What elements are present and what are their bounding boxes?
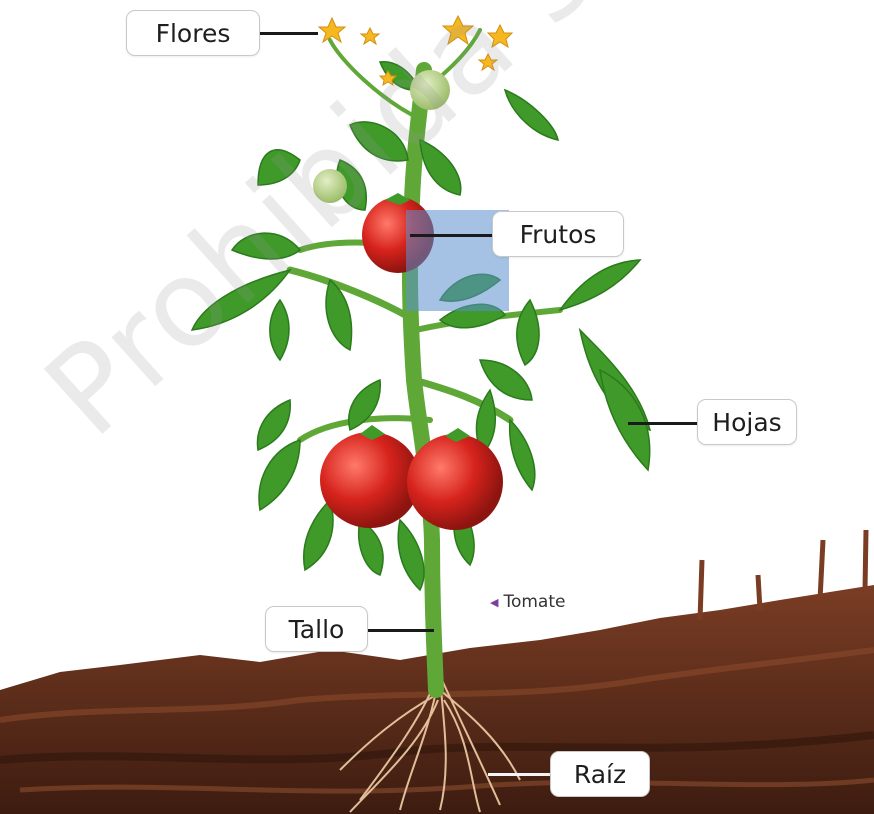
tallo-leader	[368, 629, 434, 632]
frutos-leader	[410, 234, 492, 237]
raiz-leader	[488, 773, 550, 776]
stem	[290, 30, 560, 690]
label-raiz: Raíz	[550, 751, 650, 797]
label-tallo: Tallo	[265, 606, 368, 652]
caption-text: Tomate	[503, 592, 565, 612]
caption: ◀ Tomate	[490, 592, 565, 612]
hojas-leader	[628, 422, 698, 425]
label-frutos: Frutos	[492, 211, 624, 257]
label-hojas: Hojas	[697, 399, 797, 445]
flores-leader	[260, 32, 318, 35]
caption-marker-icon: ◀	[490, 596, 498, 609]
label-flores: Flores	[126, 10, 260, 56]
